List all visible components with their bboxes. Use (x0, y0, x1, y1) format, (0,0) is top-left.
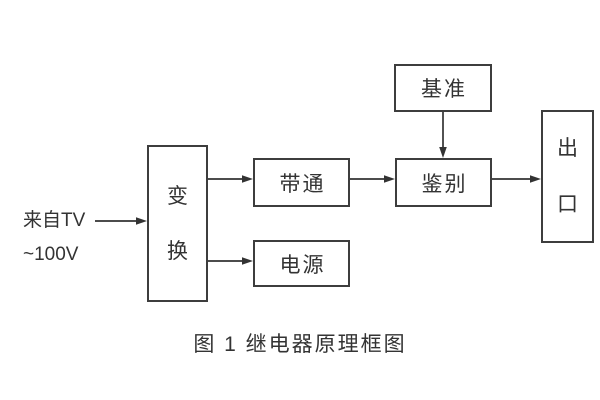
input-source-line1: 来自TV (23, 210, 86, 231)
block-reference-label: 基准 (421, 78, 467, 101)
input-source-line2: ~100V (23, 244, 79, 265)
arrow-bandpass-to-discriminator (350, 175, 395, 183)
input-source-label: 来自TV ~100V (23, 204, 85, 272)
arrow-transform-to-bandpass (206, 175, 253, 183)
block-power: 电源 (253, 240, 350, 287)
block-output-label-char2: 口 (557, 193, 578, 216)
block-transform-label-char1: 变 (167, 184, 188, 208)
block-transform: 变 换 (147, 145, 208, 302)
figure-caption: 图 1 继电器原理框图 (193, 333, 407, 356)
arrow-transform-to-power (206, 257, 253, 265)
block-output: 出 口 (541, 110, 594, 243)
block-discriminator-label: 鉴别 (421, 172, 468, 196)
arrow-reference-to-discriminator (439, 112, 447, 158)
block-reference: 基准 (394, 64, 492, 112)
block-power-label: 电源 (279, 253, 326, 277)
block-output-label-char1: 出 (557, 137, 578, 160)
arrow-discriminator-to-output (492, 175, 541, 183)
arrow-input-to-transform (95, 217, 147, 225)
block-bandpass: 带通 (253, 158, 350, 207)
block-discriminator: 鉴别 (395, 158, 492, 207)
block-transform-label-char2: 换 (167, 239, 188, 263)
block-bandpass-label: 带通 (279, 172, 326, 196)
